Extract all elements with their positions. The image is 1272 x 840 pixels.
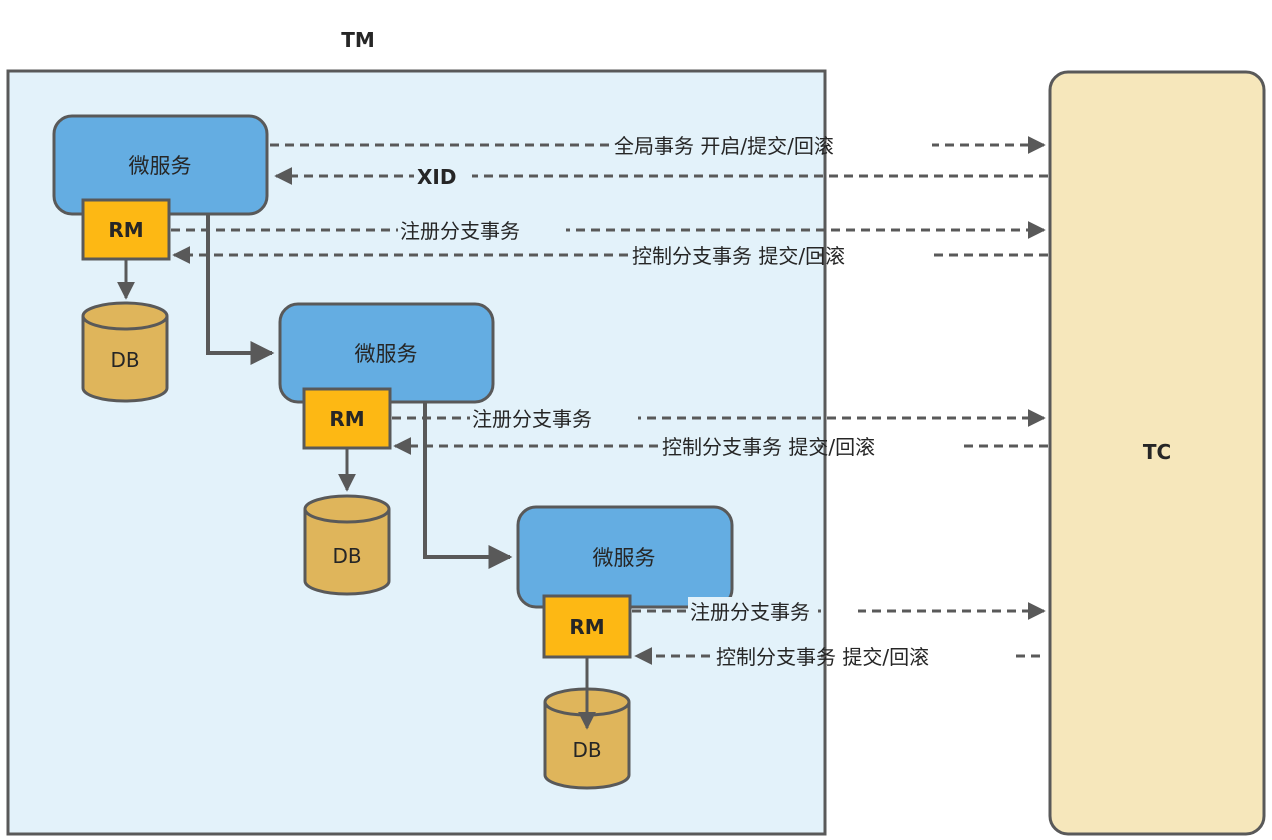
rm-box[interactable]	[81, 198, 171, 261]
control-branch-label-3: 控制分支事务 提交/回滚	[716, 645, 929, 669]
microservice-label: 微服务	[593, 546, 656, 570]
microservice-label: 微服务	[355, 342, 418, 366]
xid-label: XID	[417, 165, 456, 189]
db-cylinder[interactable]	[81, 301, 169, 403]
register-branch-label-2: 注册分支事务	[472, 407, 592, 431]
rm-label: RM	[108, 218, 143, 242]
service-group-1: 微服务 RM DB	[52, 114, 275, 403]
rm-box[interactable]	[302, 387, 392, 450]
tc-container	[1048, 70, 1266, 836]
service-group-3: 微服务 RM DB	[516, 505, 734, 790]
control-branch-label-1: 控制分支事务 提交/回滚	[632, 244, 845, 268]
db-label: DB	[572, 738, 601, 762]
call-arrow-1-to-2	[206, 214, 275, 365]
call-arrow-2-to-3	[423, 402, 513, 569]
register-branch-label-3: 注册分支事务	[690, 600, 810, 624]
control-branch-label-2: 控制分支事务 提交/回滚	[662, 435, 875, 459]
db-cylinder[interactable]	[303, 494, 391, 596]
rm-box[interactable]	[542, 594, 632, 659]
global-begin-label: 全局事务 开启/提交/回滚	[614, 134, 834, 158]
db-label: DB	[110, 348, 139, 372]
tc-title: TC	[1143, 440, 1171, 464]
microservice-label: 微服务	[129, 154, 192, 178]
service-group-2: 微服务 RM DB	[278, 302, 513, 596]
db-label: DB	[332, 544, 361, 568]
tm-title: TM	[341, 28, 375, 52]
rm-label: RM	[569, 615, 604, 639]
rm-label: RM	[329, 407, 364, 431]
register-branch-label-1: 注册分支事务	[400, 219, 520, 243]
